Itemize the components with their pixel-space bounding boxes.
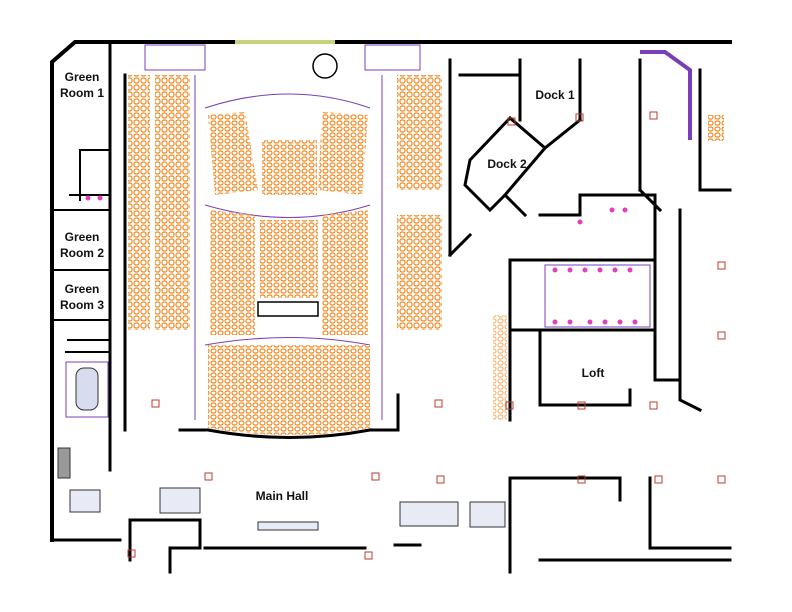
seat-block	[397, 75, 442, 190]
column-icon	[312, 53, 338, 79]
conference-table	[65, 361, 109, 418]
seat-block	[210, 210, 255, 335]
seating	[128, 75, 442, 435]
seat-block	[208, 112, 258, 195]
seat-block	[322, 210, 368, 335]
seat-block	[397, 215, 442, 330]
seat-block	[260, 220, 318, 298]
auditorium	[144, 40, 421, 439]
stage-lift	[257, 301, 319, 317]
stairs	[493, 50, 724, 420]
seat-block	[262, 140, 317, 195]
main-hall-label: Main Hall	[256, 489, 309, 503]
seat-block	[155, 75, 190, 330]
outer-walls	[50, 40, 732, 574]
column-markers	[127, 111, 726, 560]
dock-2-label: Dock 2	[487, 157, 527, 171]
furniture	[57, 447, 506, 531]
loft-label: Loft	[582, 366, 605, 380]
seat-block	[128, 75, 150, 330]
seat-block	[318, 112, 368, 195]
restrooms	[85, 195, 651, 328]
seat-block	[208, 345, 370, 435]
dock-1-label: Dock 1	[535, 88, 575, 102]
